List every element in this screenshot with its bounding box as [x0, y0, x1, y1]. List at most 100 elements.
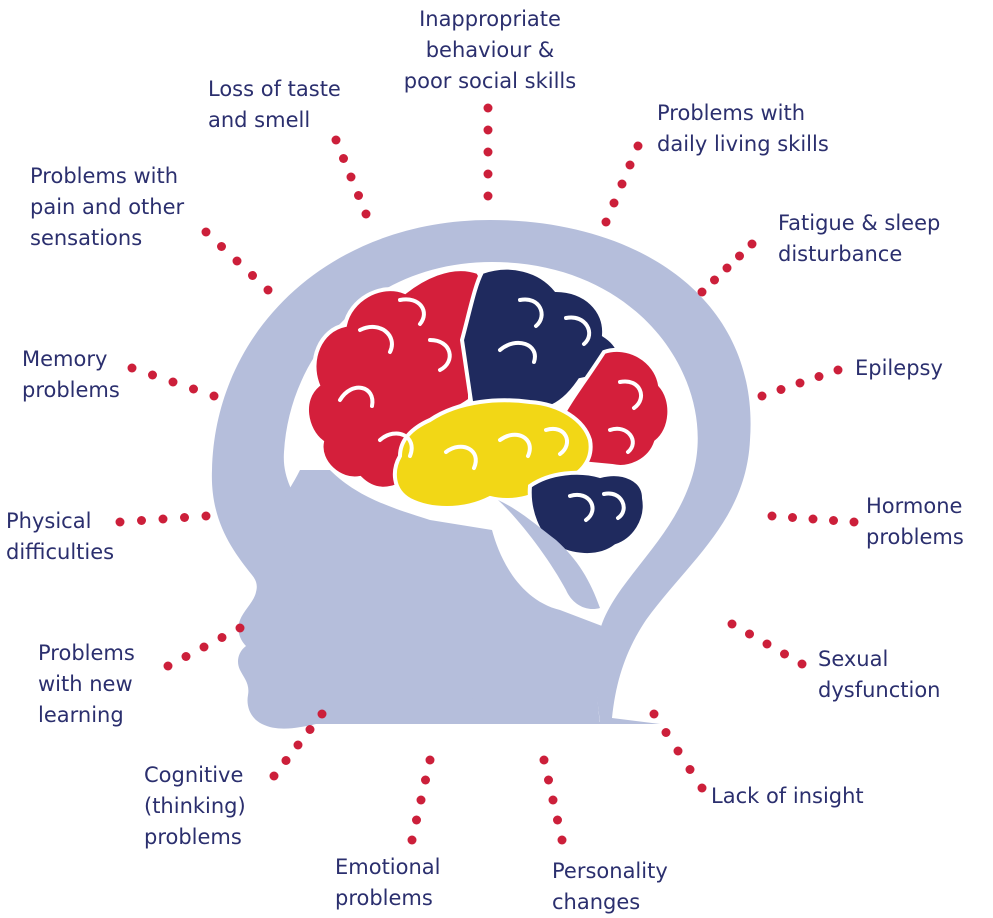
- connector-dot-memory: [127, 363, 137, 373]
- label-inappropriate-behaviour: Inappropriate behaviour & poor social sk…: [390, 4, 590, 97]
- label-line: dysfunction: [818, 678, 941, 702]
- connector-dot-emotional: [412, 815, 421, 825]
- connector-dot-hormone: [808, 514, 818, 524]
- label-line: Inappropriate: [419, 7, 561, 31]
- connector-dot-cognitive: [305, 725, 315, 734]
- label-lack-of-insight: Lack of insight: [711, 781, 864, 812]
- connector-dot-fatigue: [697, 287, 707, 297]
- connector-dot-memory: [148, 370, 157, 380]
- connector-dot-inappropriate: [483, 103, 493, 113]
- connector-dot-hormone: [849, 517, 859, 527]
- connector-dot-physical: [201, 511, 211, 521]
- connector-dot-pain: [217, 242, 226, 251]
- connector-dot-fatigue: [722, 263, 732, 273]
- label-line: behaviour &: [425, 38, 555, 62]
- connector-dot-personality: [539, 755, 549, 765]
- brain-stem: [498, 500, 600, 610]
- connector-dots: [115, 103, 859, 845]
- connector-dot-insight: [697, 783, 707, 793]
- label-line: problems: [866, 525, 964, 549]
- connector-dot-taste: [331, 135, 341, 145]
- connector-dot-learning: [199, 642, 209, 652]
- connector-dot-daily: [617, 179, 627, 189]
- label-line: disturbance: [778, 242, 903, 266]
- connector-dot-fatigue: [735, 251, 744, 261]
- connector-dot-taste: [361, 209, 371, 219]
- label-hormone: Hormone problems: [866, 491, 964, 553]
- label-line: Loss of taste: [208, 77, 341, 101]
- connector-dot-inappropriate: [483, 147, 493, 157]
- connector-dot-physical: [115, 517, 125, 527]
- label-epilepsy: Epilepsy: [855, 353, 943, 384]
- label-line: pain and other: [30, 195, 185, 219]
- connector-dot-daily: [633, 141, 643, 151]
- connector-dot-daily: [609, 198, 619, 208]
- connector-dot-hormone: [788, 513, 797, 522]
- connector-dot-fatigue: [710, 275, 719, 285]
- connector-dot-learning: [181, 652, 191, 661]
- label-memory: Memory problems: [22, 344, 120, 406]
- connector-dot-cognitive: [317, 709, 327, 719]
- connector-dot-sexual: [745, 629, 754, 639]
- connector-dot-physical: [180, 513, 189, 522]
- label-line: daily living skills: [657, 132, 829, 156]
- connector-dot-epilepsy: [757, 391, 767, 401]
- label-line: Problems: [38, 641, 135, 665]
- label-line: Epilepsy: [855, 356, 943, 380]
- connector-dot-sexual: [780, 649, 789, 659]
- connector-dot-taste: [339, 154, 348, 163]
- connector-dot-epilepsy: [776, 385, 786, 394]
- connector-dot-hormone: [829, 516, 838, 525]
- label-line: (thinking): [144, 794, 246, 818]
- connector-dot-daily: [601, 217, 611, 227]
- label-line: Fatigue & sleep: [778, 211, 941, 235]
- connector-dot-emotional: [416, 795, 426, 805]
- label-cognitive: Cognitive (thinking) problems: [144, 760, 246, 853]
- label-line: Emotional: [335, 855, 441, 879]
- connector-dot-personality: [553, 815, 562, 825]
- connector-dot-inappropriate: [483, 191, 493, 201]
- connector-dot-pain: [201, 227, 211, 237]
- label-fatigue-sleep: Fatigue & sleep disturbance: [778, 208, 940, 270]
- connector-dot-emotional: [407, 835, 417, 845]
- connector-dot-learning: [217, 633, 227, 642]
- label-loss-of-taste: Loss of taste and smell: [208, 74, 341, 136]
- connector-dot-cognitive: [269, 771, 279, 781]
- connector-dot-personality: [548, 795, 558, 805]
- connector-dot-memory: [168, 377, 178, 387]
- connector-dot-inappropriate: [483, 169, 493, 179]
- label-line: sensations: [30, 226, 143, 250]
- connector-dot-epilepsy: [795, 378, 805, 388]
- label-line: Memory: [22, 347, 108, 371]
- connector-dot-pain: [248, 271, 257, 280]
- label-sexual: Sexual dysfunction: [818, 644, 940, 706]
- connector-dot-hormone: [767, 511, 777, 521]
- connector-dot-personality: [544, 775, 553, 785]
- label-line: poor social skills: [403, 69, 577, 93]
- connector-dot-pain: [232, 256, 242, 266]
- connector-dot-insight: [649, 709, 659, 719]
- connector-dot-memory: [189, 384, 198, 394]
- label-line: problems: [144, 825, 242, 849]
- label-line: difficulties: [6, 540, 115, 564]
- connector-dot-epilepsy: [833, 365, 843, 375]
- connector-dot-cognitive: [281, 756, 291, 765]
- connector-dot-fatigue: [747, 239, 757, 249]
- label-line: Problems with: [30, 164, 179, 188]
- connector-dot-taste: [346, 172, 356, 182]
- label-new-learning: Problems with new learning: [38, 638, 135, 731]
- label-pain-sensations: Problems with pain and other sensations: [30, 161, 184, 254]
- connector-dot-sexual: [762, 639, 772, 649]
- label-emotional: Emotional problems: [335, 852, 441, 914]
- label-daily-living: Problems with daily living skills: [657, 98, 829, 160]
- connector-dot-emotional: [421, 775, 430, 785]
- connector-dot-daily: [625, 160, 635, 170]
- label-line: changes: [552, 890, 641, 914]
- connector-dot-physical: [158, 514, 168, 524]
- connector-dot-pain: [263, 285, 273, 295]
- label-line: problems: [22, 378, 120, 402]
- connector-dot-sexual: [797, 659, 807, 669]
- label-line: Personality: [552, 859, 668, 883]
- connector-dot-inappropriate: [483, 125, 493, 135]
